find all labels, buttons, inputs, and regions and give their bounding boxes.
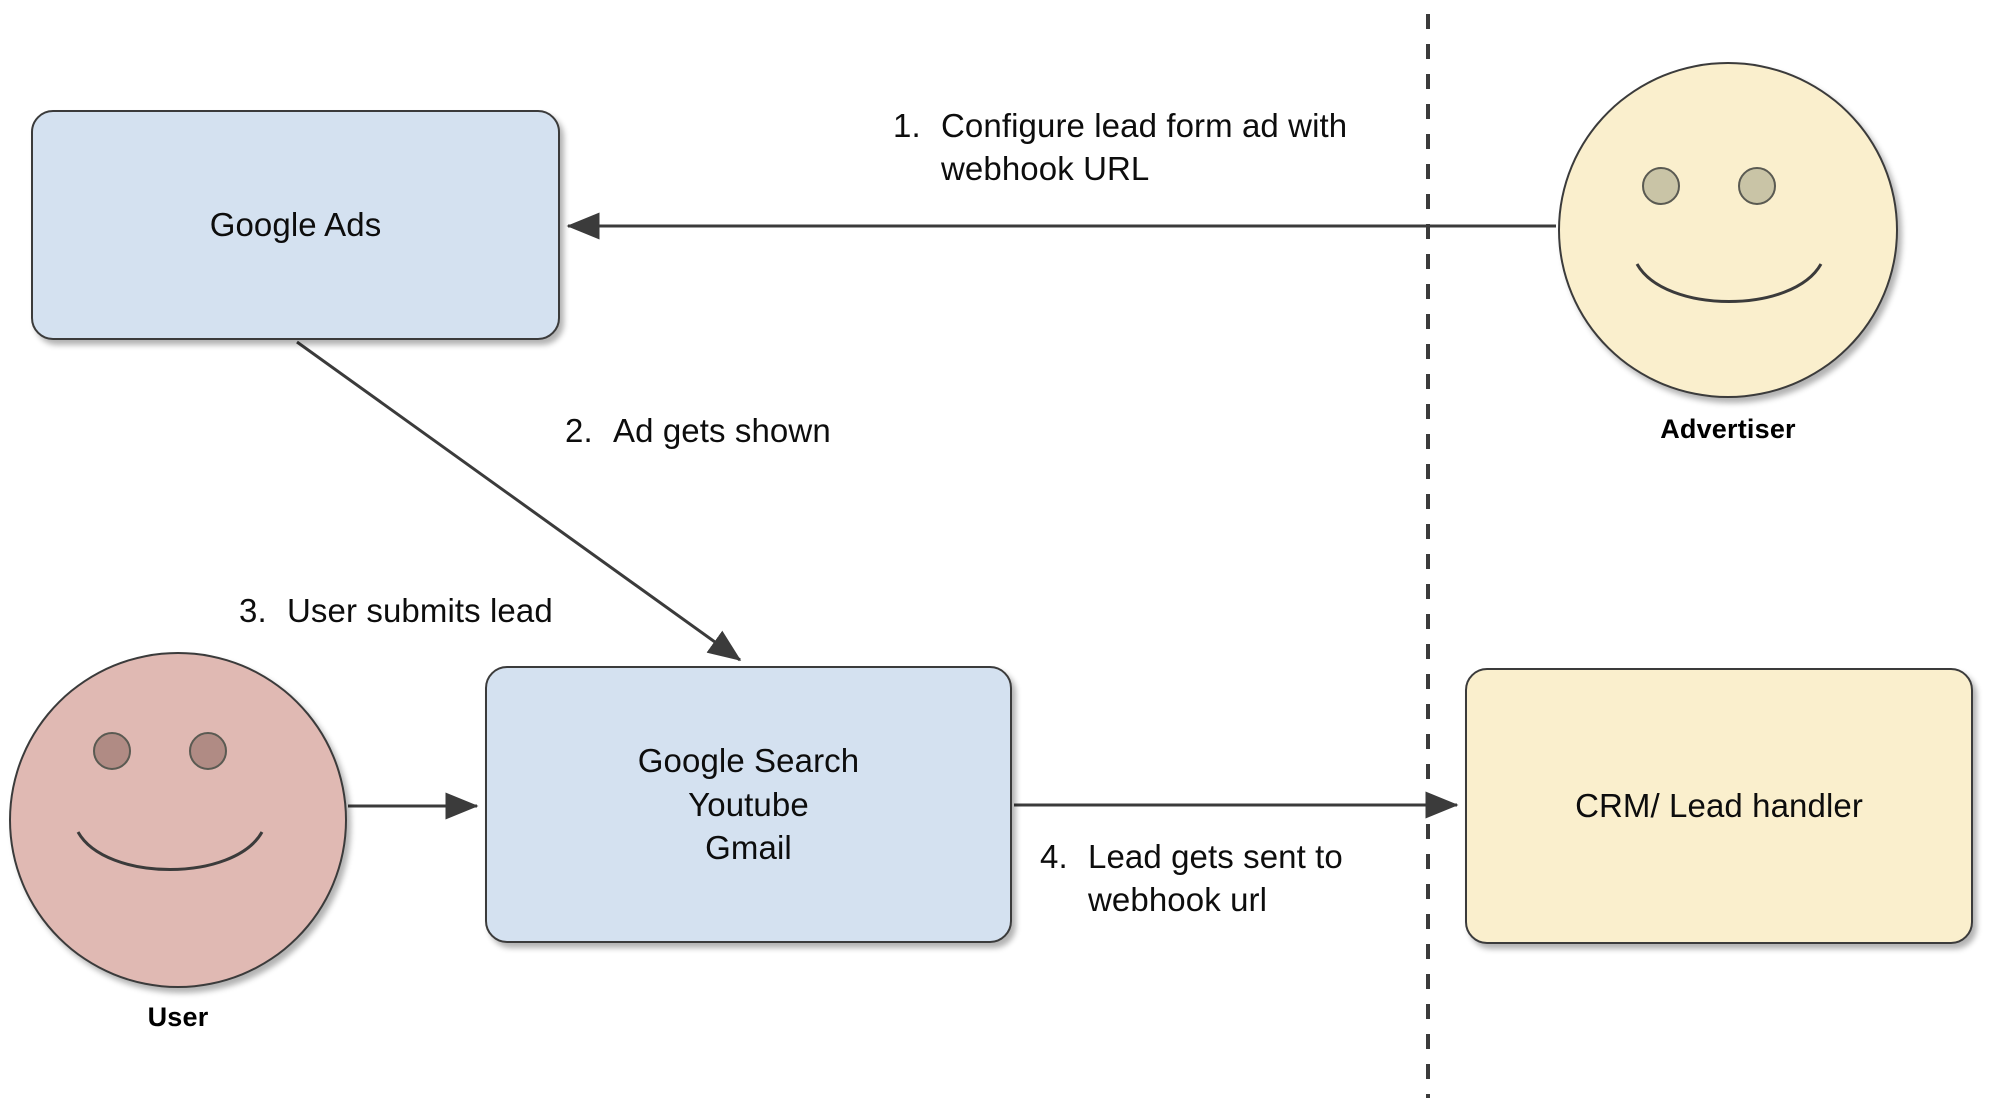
- step-1-label: 1. Configure lead form ad with webhook U…: [893, 105, 1393, 191]
- node-crm-lead-handler-label: CRM/ Lead handler: [1575, 787, 1863, 825]
- advertiser-smile-icon: [1635, 263, 1823, 303]
- advertiser-caption: Advertiser: [1660, 414, 1796, 444]
- node-google-properties[interactable]: Google Search Youtube Gmail: [485, 666, 1012, 943]
- node-crm-lead-handler[interactable]: CRM/ Lead handler: [1465, 668, 1973, 944]
- advertiser-face-icon: [1558, 62, 1898, 398]
- step-1-text: Configure lead form ad with webhook URL: [941, 107, 1348, 187]
- step-4-label: 4. Lead gets sent to webhook url: [1040, 836, 1440, 922]
- step-1-number: 1.: [893, 107, 921, 144]
- step-4-number: 4.: [1040, 838, 1068, 875]
- step-4-text: Lead gets sent to webhook url: [1088, 838, 1343, 918]
- user-smile-icon: [76, 831, 264, 871]
- step-3-text: User submits lead: [287, 592, 553, 629]
- user-right-eye-icon: [189, 732, 227, 770]
- user-left-eye-icon: [93, 732, 131, 770]
- step-3-label: 3. User submits lead: [239, 590, 639, 633]
- node-google-ads-label: Google Ads: [209, 206, 382, 244]
- step-2-number: 2.: [565, 412, 593, 449]
- actor-user[interactable]: User: [9, 652, 347, 1032]
- advertiser-left-eye-icon: [1642, 167, 1680, 205]
- step-2-text: Ad gets shown: [613, 412, 831, 449]
- advertiser-right-eye-icon: [1738, 167, 1776, 205]
- node-google-properties-label: Google Search Youtube Gmail: [637, 742, 860, 867]
- node-google-ads[interactable]: Google Ads: [31, 110, 560, 340]
- arrow-google-ads-to-properties: [296, 340, 742, 662]
- step-2-label: 2. Ad gets shown: [565, 410, 965, 453]
- user-caption: User: [147, 1002, 209, 1032]
- actor-advertiser[interactable]: Advertiser: [1558, 62, 1898, 444]
- step-3-number: 3.: [239, 592, 267, 629]
- user-face-icon: [9, 652, 347, 988]
